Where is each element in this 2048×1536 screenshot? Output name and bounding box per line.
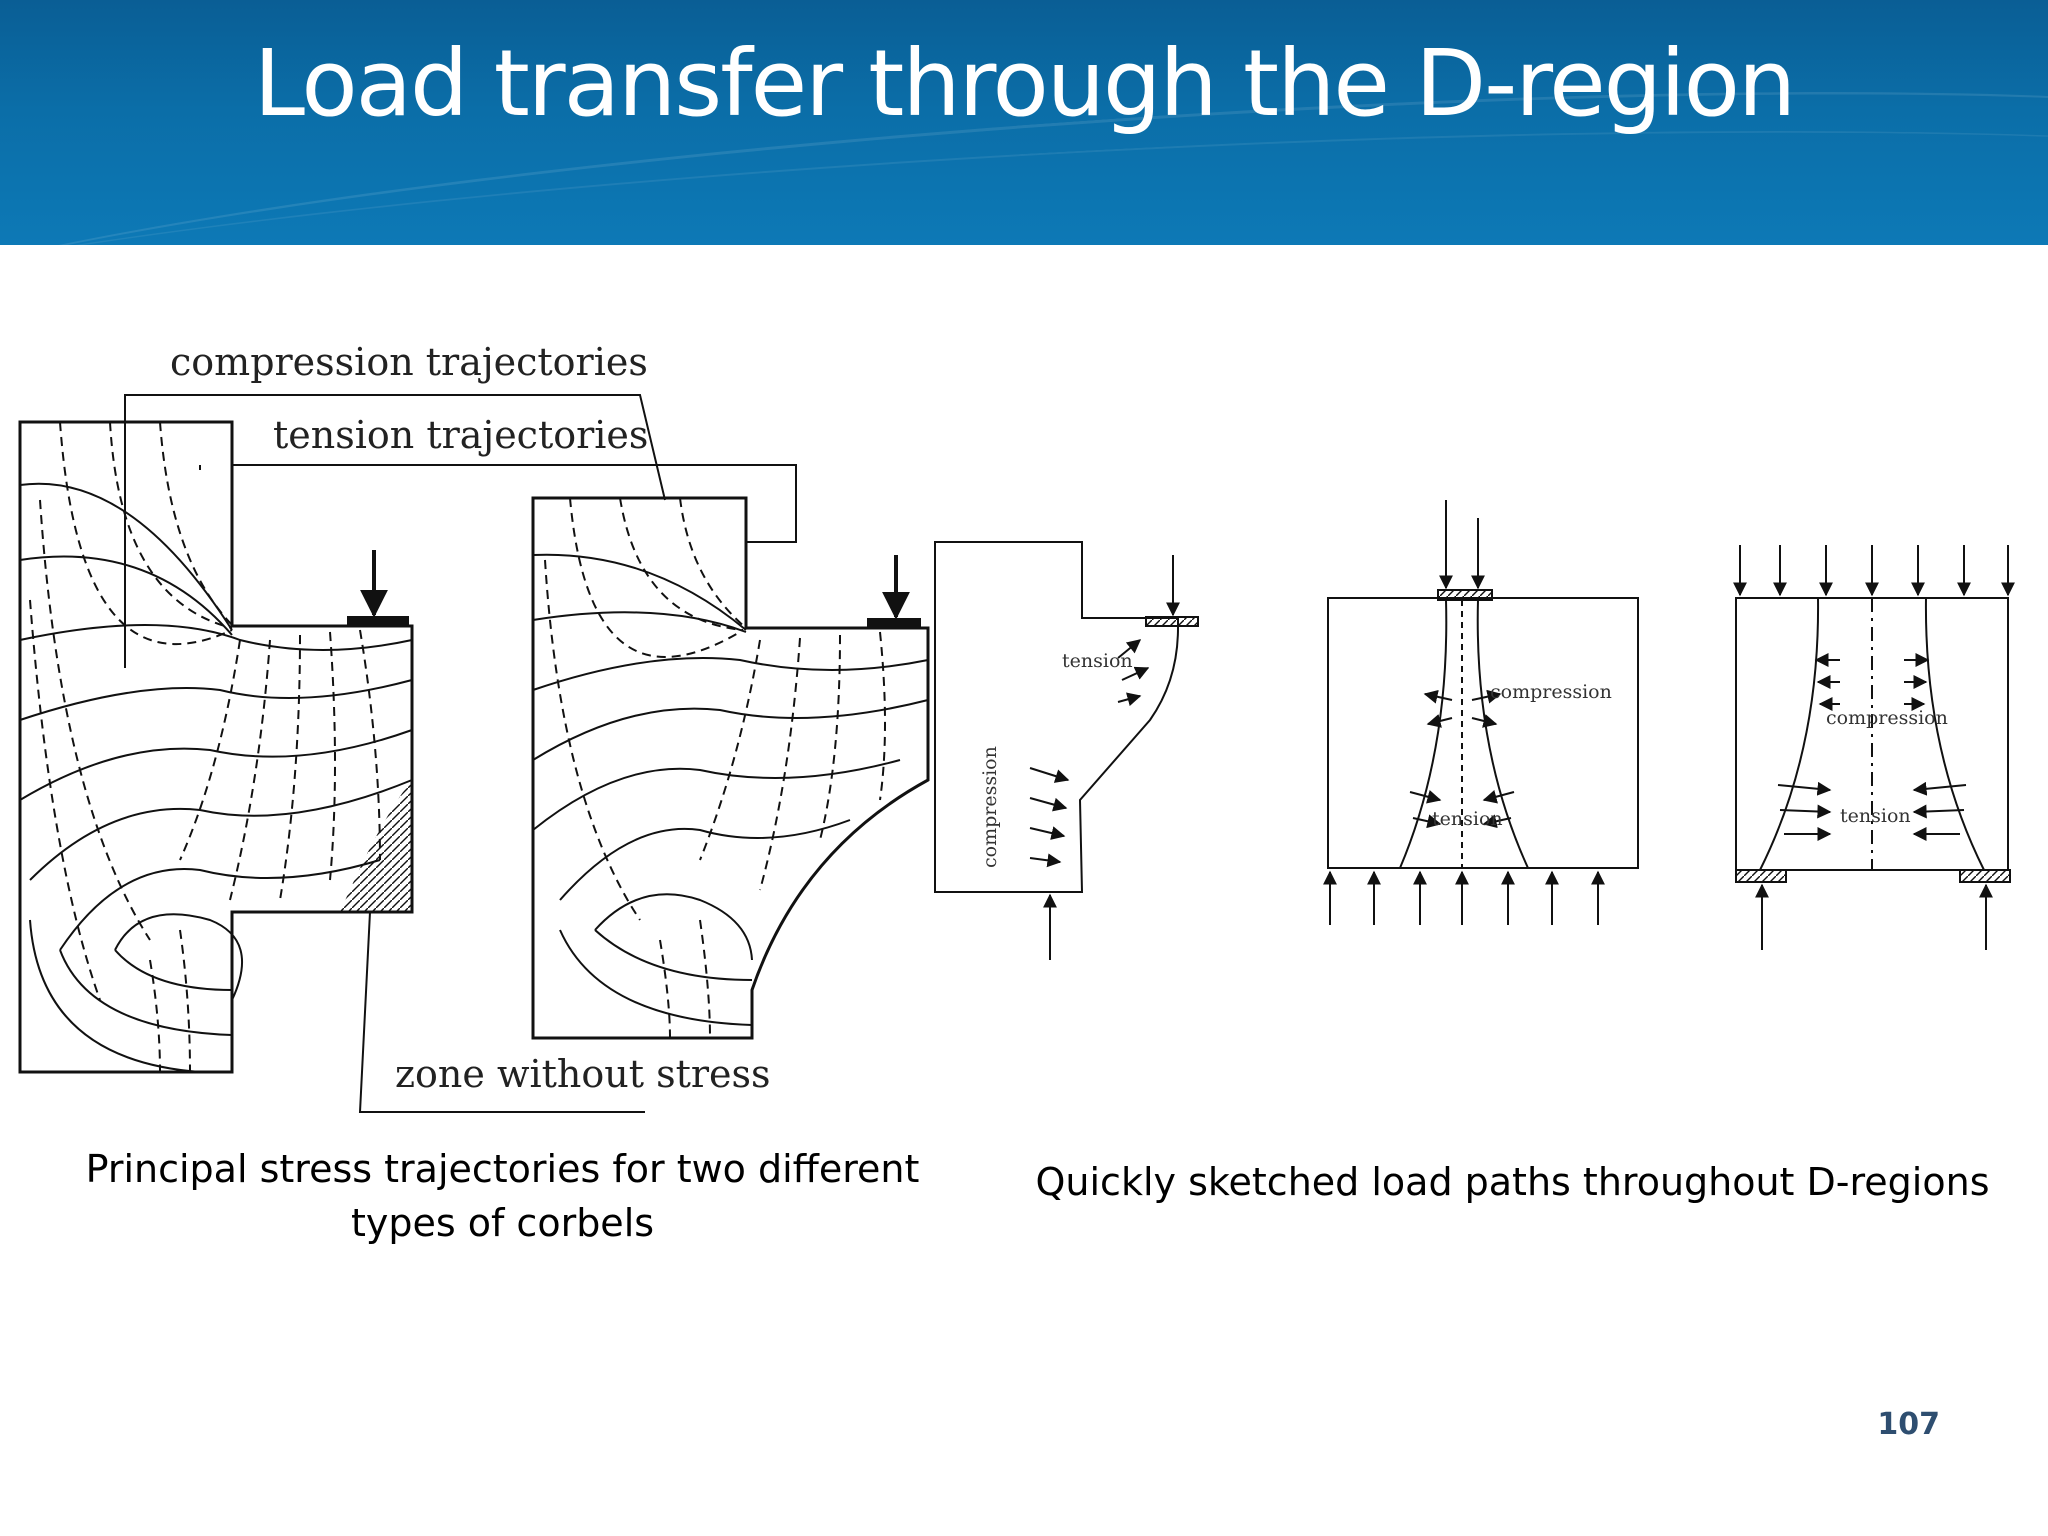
corbel-compression-label: compression bbox=[979, 746, 1001, 868]
left-figure-caption: Principal stress trajectories for two di… bbox=[85, 1147, 920, 1245]
corbel-2-compression-trajectories bbox=[544, 497, 886, 1039]
tension-trajectories-label: tension trajectories bbox=[273, 413, 648, 457]
compression-trajectories-label: compression trajectories bbox=[170, 340, 648, 384]
corbel-1-compression-trajectories bbox=[29, 421, 381, 1073]
corbel-2-outline bbox=[531, 496, 930, 1040]
zone-without-stress bbox=[340, 780, 412, 912]
right-figure-caption: Quickly sketched load paths throughout D… bbox=[1035, 1160, 1990, 1204]
d-region-figure: compression trajectories tension traject… bbox=[18, 340, 2015, 1113]
deep-beam-load-path-panel bbox=[1733, 545, 2015, 950]
bottle-load-path-panel bbox=[1323, 500, 1639, 925]
zone-without-stress-label: zone without stress bbox=[395, 1052, 771, 1096]
load-path-sketches bbox=[934, 500, 2015, 960]
corbel-load-path-panel bbox=[934, 541, 1199, 960]
corbel-trajectory-drawings bbox=[18, 394, 930, 1113]
corbel-tension-label: tension bbox=[1062, 650, 1133, 672]
slide-title: Load transfer through the D-region bbox=[253, 30, 1796, 137]
slide-header: Load transfer through the D-region bbox=[0, 0, 2048, 245]
deep-beam-tension-label: tension bbox=[1840, 805, 1911, 827]
corbel-1-tension-trajectories bbox=[19, 482, 413, 1073]
corbel-1-bearing-plate bbox=[347, 616, 409, 627]
page-number: 107 bbox=[1877, 1407, 1940, 1442]
corbel-2-bearing-plate bbox=[867, 618, 921, 629]
leader-lines bbox=[124, 394, 797, 1113]
deep-beam-compression-label: compression bbox=[1826, 707, 1948, 729]
bottle-compression-label: compression bbox=[1490, 681, 1612, 703]
bottle-tension-label: tension bbox=[1432, 808, 1503, 830]
